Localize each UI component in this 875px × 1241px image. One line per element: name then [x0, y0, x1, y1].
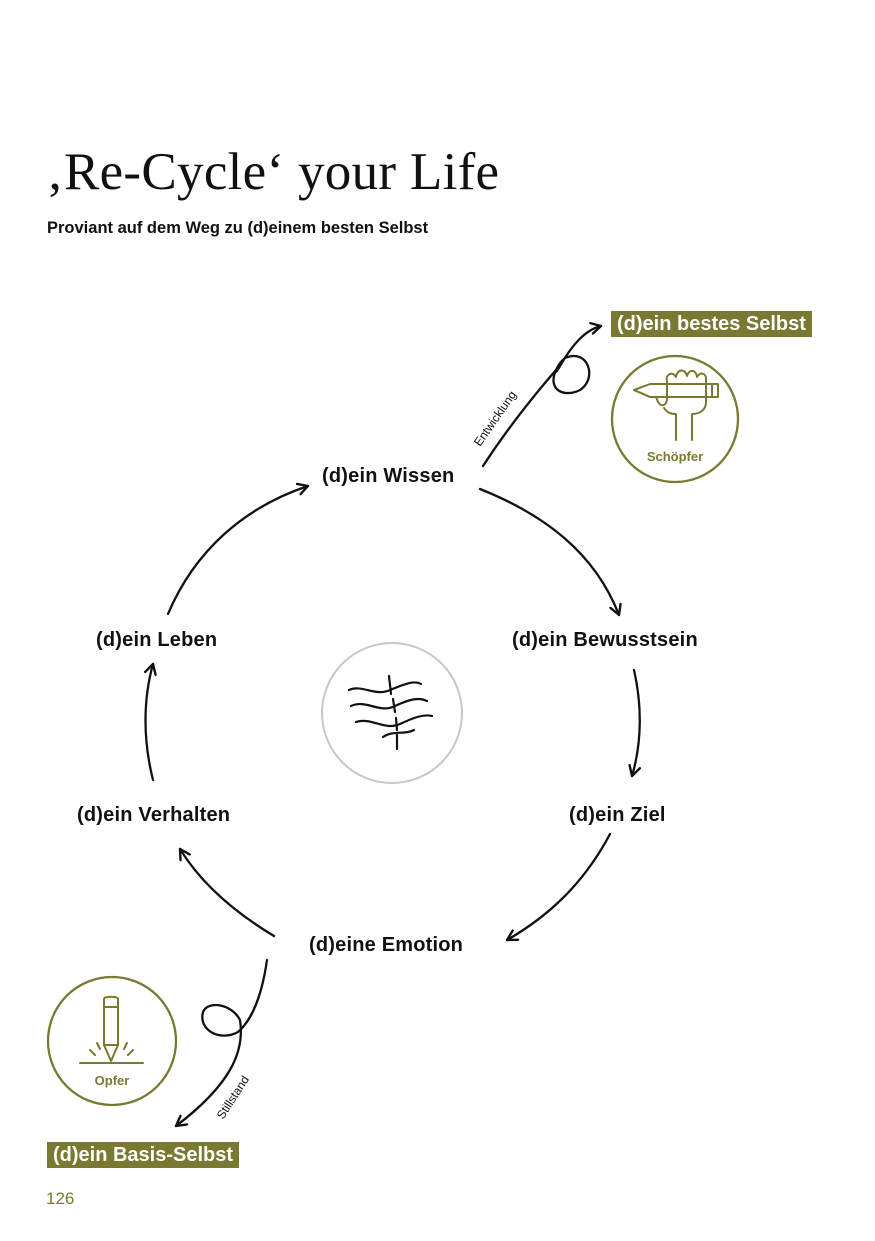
badge-basis-selbst: (d)ein Basis-Selbst — [47, 1142, 240, 1168]
edge-label-stillstand: Stillstand — [214, 1073, 252, 1121]
arrow-stillstand — [176, 958, 269, 1126]
node-verhalten: (d)ein Verhalten — [77, 804, 231, 826]
arrow-bewusstsein-to-ziel — [632, 668, 640, 776]
standing-pencil-icon — [79, 995, 144, 1064]
arrow-wissen-to-bewusstsein — [478, 487, 619, 615]
edge-label-entwicklung: Entwicklung — [471, 388, 519, 448]
node-leben: (d)ein Leben — [96, 629, 218, 651]
page-number: 126 — [46, 1189, 75, 1208]
badge-bestes-selbst: (d)ein bestes Selbst — [611, 311, 812, 337]
node-wissen: (d)ein Wissen — [322, 465, 455, 487]
arrow-emotion-to-verhalten — [180, 849, 276, 938]
center-circle — [321, 642, 463, 784]
node-bewusstsein: (d)ein Bewusstsein — [512, 629, 698, 651]
node-ziel: (d)ein Ziel — [569, 804, 666, 826]
node-emotion: (d)eine Emotion — [309, 934, 464, 956]
role-label-schoepfer: Schöpfer — [647, 449, 703, 464]
page-title: ‚Re-Cycle‘ your Life — [46, 143, 500, 201]
arrow-ziel-to-emotion — [507, 832, 612, 940]
opfer-emblem: Opfer — [46, 975, 178, 1107]
arrow-entwicklung — [481, 326, 601, 468]
schoepfer-emblem: Schöpfer — [610, 354, 740, 484]
fist-holding-pencil-icon — [633, 369, 719, 441]
role-label-opfer: Opfer — [95, 1073, 130, 1088]
arrow-leben-to-wissen — [166, 486, 308, 616]
tangled-lines-icon — [347, 674, 434, 751]
arrow-verhalten-to-leben — [146, 664, 154, 782]
page-subtitle: Proviant auf dem Weg zu (d)einem besten … — [47, 219, 429, 237]
